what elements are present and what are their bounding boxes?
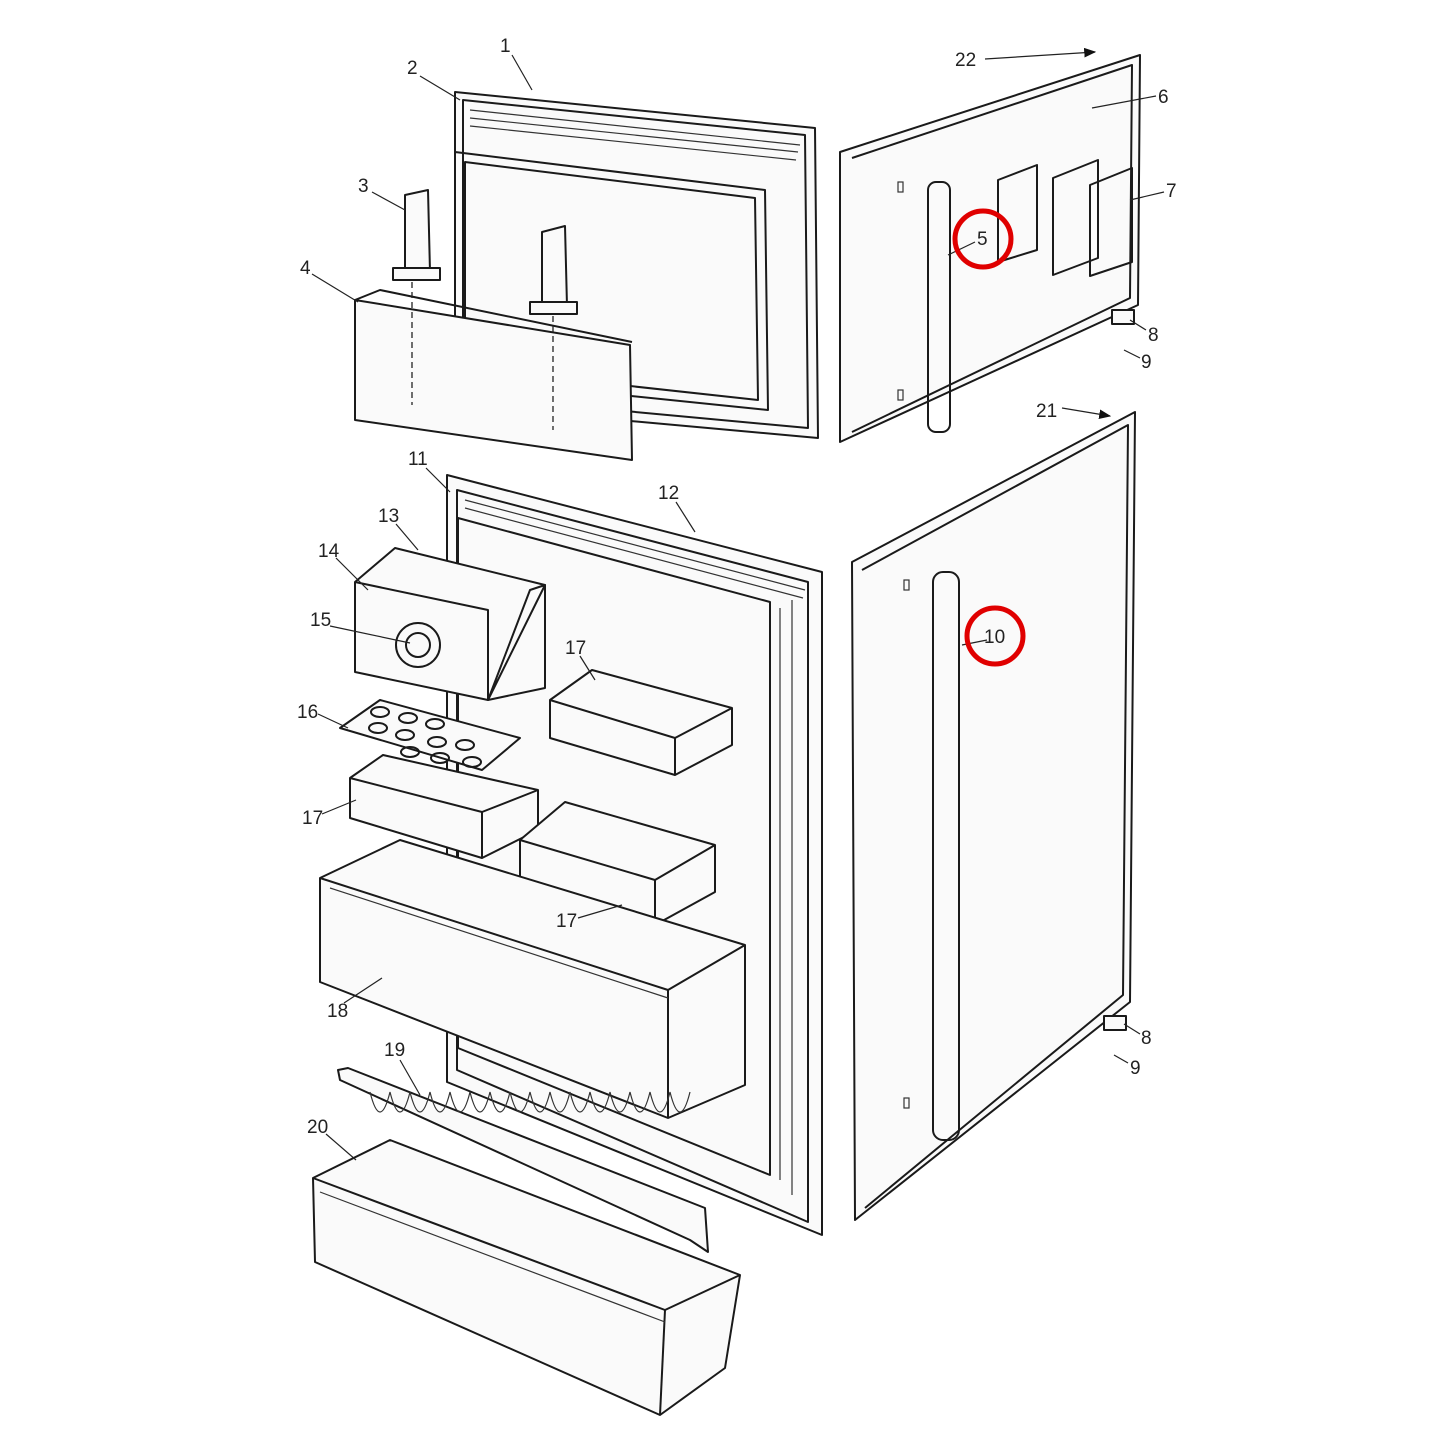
callout-19: 19 (384, 1040, 405, 1061)
callout-20: 20 (307, 1117, 328, 1138)
fridge-door-handle (932, 571, 960, 1141)
bottle-rail (337, 1067, 709, 1253)
callout-11: 11 (408, 449, 428, 470)
callout-17-lower: 17 (556, 911, 577, 932)
callout-17-upper: 17 (565, 638, 586, 659)
display-cover (1089, 167, 1133, 277)
callout-17-middle: 17 (302, 808, 323, 829)
shelf-support-right (529, 225, 578, 315)
leader-lines (311, 47, 1165, 1161)
door-balcony-bottom (312, 1139, 741, 1416)
callout-21: 21 (1036, 401, 1057, 422)
callout-9-upper: 9 (1141, 352, 1152, 373)
hinge-lower (1103, 1015, 1127, 1031)
highlight-circle-5 (952, 208, 1014, 270)
shelf-support-left (392, 189, 441, 281)
callout-6: 6 (1158, 87, 1169, 108)
callout-5: 5 (977, 229, 988, 250)
door-box-upper (549, 669, 733, 776)
callout-10: 10 (984, 627, 1005, 648)
callout-22: 22 (955, 50, 976, 71)
callout-8-upper: 8 (1148, 325, 1159, 346)
callouts: 1 2 3 4 5 6 7 8 9 10 11 12 13 14 15 16 1… (297, 36, 1177, 1138)
freezer-door-shelf (354, 282, 633, 461)
dairy-compartment (354, 547, 546, 701)
fridge-door (851, 411, 1136, 1221)
control-panel (1052, 159, 1099, 276)
hinge-upper (1111, 309, 1135, 325)
callout-3: 3 (358, 176, 369, 197)
callout-4: 4 (300, 258, 311, 279)
temperature-knob (395, 622, 441, 668)
freezer-door-handle (927, 181, 951, 433)
highlight-circle-10 (964, 605, 1026, 667)
callout-8-lower: 8 (1141, 1028, 1152, 1049)
callout-1: 1 (500, 36, 511, 57)
door-balcony-large (319, 839, 746, 1119)
callout-14: 14 (318, 541, 340, 562)
callout-7: 7 (1166, 181, 1177, 202)
callout-2: 2 (407, 58, 418, 79)
freezer-door (839, 54, 1141, 443)
callout-13: 13 (378, 506, 399, 527)
callout-9-lower: 9 (1130, 1058, 1141, 1079)
label-plate (997, 164, 1038, 263)
callout-18: 18 (327, 1001, 348, 1022)
callout-16: 16 (297, 702, 318, 723)
callout-12: 12 (658, 483, 679, 504)
callout-15: 15 (310, 610, 331, 631)
egg-tray (339, 699, 521, 771)
